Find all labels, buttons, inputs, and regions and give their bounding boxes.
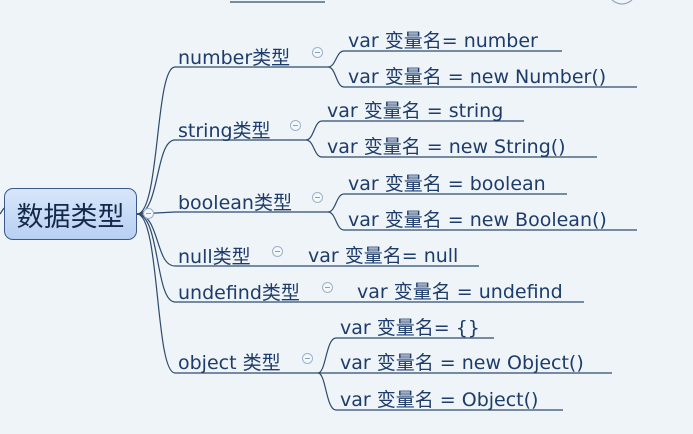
branch-number-label[interactable]: number类型 bbox=[178, 47, 291, 69]
connector-root-undefind bbox=[136, 213, 176, 303]
connector-string-leaf-2 bbox=[305, 139, 323, 158]
leaf-number-literal[interactable]: var 变量名= number bbox=[348, 30, 538, 52]
collapse-toggle-icon[interactable] bbox=[322, 282, 333, 293]
connector-boolean-leaf-2 bbox=[327, 211, 345, 231]
root-node[interactable]: 数据类型 bbox=[4, 188, 137, 240]
root-node-label: 数据类型 bbox=[16, 201, 125, 233]
connector-number-leaf-1 bbox=[327, 50, 345, 68]
leaf-string-constructor[interactable]: var 变量名 = new String() bbox=[327, 136, 566, 158]
leaf-undefind-literal[interactable]: var 变量名 = undefind bbox=[357, 281, 563, 303]
top-fragment-curve bbox=[611, 0, 633, 5]
branch-undefind-label[interactable]: undefind类型 bbox=[178, 282, 300, 304]
collapse-toggle-icon[interactable] bbox=[312, 192, 323, 203]
branch-object-label[interactable]: object 类型 bbox=[178, 352, 281, 374]
collapse-toggle-icon[interactable] bbox=[143, 208, 154, 219]
connector-boolean-leaf-1 bbox=[327, 193, 345, 213]
connector-root-number bbox=[136, 66, 176, 215]
connector-root-object bbox=[136, 213, 176, 374]
leaf-boolean-literal[interactable]: var 变量名 = boolean bbox=[348, 173, 546, 195]
collapse-toggle-icon[interactable] bbox=[290, 120, 301, 131]
branch-boolean-label[interactable]: boolean类型 bbox=[178, 192, 292, 214]
branch-string-label[interactable]: string类型 bbox=[178, 120, 271, 142]
leaf-object-constructor[interactable]: var 变量名 = new Object() bbox=[340, 352, 584, 374]
root-left-stub bbox=[0, 207, 5, 215]
leaf-number-constructor[interactable]: var 变量名 = new Number() bbox=[348, 66, 607, 88]
connector-number-leaf-2 bbox=[327, 66, 345, 88]
leaf-object-literal[interactable]: var 变量名= {} bbox=[340, 317, 480, 339]
collapse-toggle-icon[interactable] bbox=[312, 47, 323, 58]
connector-object-leaf-3 bbox=[317, 372, 337, 411]
leaf-string-literal[interactable]: var 变量名 = string bbox=[327, 100, 504, 122]
leaf-boolean-constructor[interactable]: var 变量名 = new Boolean() bbox=[348, 209, 607, 231]
collapse-toggle-icon[interactable] bbox=[302, 353, 313, 364]
connector-object-leaf-1 bbox=[317, 337, 337, 374]
leaf-null-literal[interactable]: var 变量名= null bbox=[308, 245, 459, 267]
leaf-object-function[interactable]: var 变量名 = Object() bbox=[340, 389, 539, 411]
branch-null-label[interactable]: null类型 bbox=[178, 246, 251, 268]
connector-root-null bbox=[136, 213, 176, 267]
connector-string-leaf-1 bbox=[305, 120, 323, 141]
collapse-toggle-icon[interactable] bbox=[272, 246, 283, 257]
